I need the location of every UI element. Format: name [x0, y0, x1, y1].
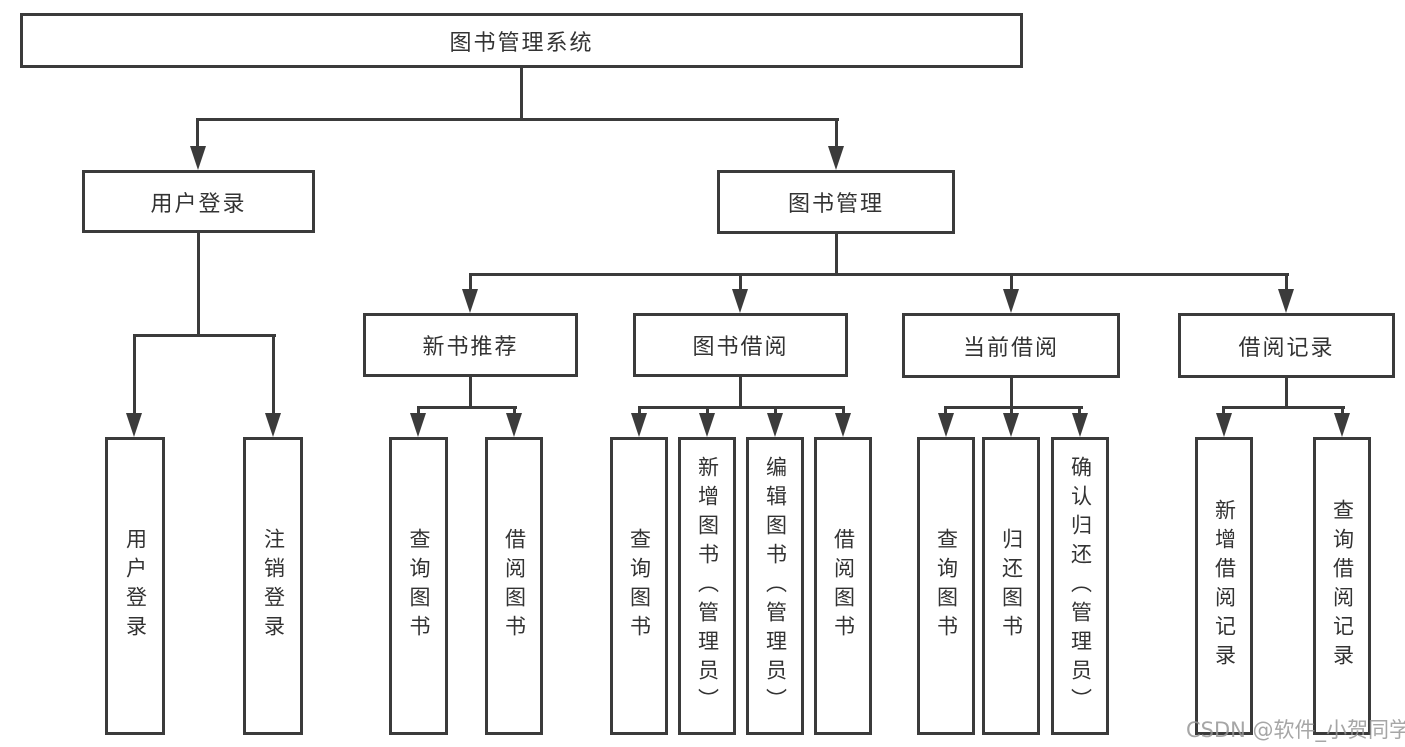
arrow-down-icon [1278, 289, 1294, 313]
arrow-down-icon [1072, 413, 1088, 437]
arrow-down-icon [938, 413, 954, 437]
node-label: 借阅图书 [502, 528, 527, 644]
connector-line [774, 406, 777, 418]
leaf-query-books-current: 查询图书 [917, 437, 975, 735]
connector-line [944, 406, 947, 418]
arrow-down-icon [265, 413, 281, 437]
node-label: 新增借阅记录 [1212, 499, 1237, 673]
leaf-query-borrow-record: 查询借阅记录 [1313, 437, 1371, 735]
connector-line [197, 233, 200, 337]
connector-line [133, 334, 136, 415]
connector-line [1222, 406, 1225, 418]
node-borrow-records: 借阅记录 [1178, 313, 1395, 378]
node-label: 注销登录 [261, 528, 286, 644]
connector-line [417, 406, 517, 409]
connector-line [513, 406, 516, 418]
arrow-down-icon [190, 146, 206, 170]
connector-line [469, 273, 472, 293]
arrow-down-icon [1216, 413, 1232, 437]
leaf-borrow-books-recommend: 借阅图书 [485, 437, 543, 735]
node-label: 用户登录 [123, 528, 148, 644]
leaf-add-borrow-record: 新增借阅记录 [1195, 437, 1253, 735]
connector-line [1341, 406, 1344, 418]
connector-line [638, 406, 845, 409]
connector-line [520, 68, 523, 121]
node-book-management: 图书管理 [717, 170, 955, 234]
connector-line [835, 118, 838, 150]
connector-line [133, 334, 276, 337]
connector-line [1010, 406, 1013, 418]
connector-line [196, 118, 199, 150]
node-label: 确认归还（管理员） [1068, 455, 1093, 717]
node-label: 查询借阅记录 [1330, 499, 1355, 673]
connector-line [706, 406, 709, 418]
leaf-logout: 注销登录 [243, 437, 303, 735]
arrow-down-icon [767, 413, 783, 437]
leaf-query-books-borrowing: 查询图书 [610, 437, 668, 735]
connector-line [469, 377, 472, 409]
watermark: CSDN @软件_小贺同学 [1186, 718, 1405, 742]
node-library-system: 图书管理系统 [20, 13, 1023, 68]
node-label: 查询图书 [934, 528, 959, 644]
arrow-down-icon [1003, 289, 1019, 313]
leaf-edit-book-admin: 编辑图书（管理员） [746, 437, 804, 735]
arrow-down-icon [732, 289, 748, 313]
connector-line [1010, 273, 1013, 293]
node-label: 编辑图书（管理员） [763, 455, 788, 717]
leaf-query-books-recommend: 查询图书 [389, 437, 448, 735]
connector-line [842, 406, 845, 418]
arrow-down-icon [699, 413, 715, 437]
node-label: 查询图书 [407, 528, 431, 644]
node-user-login-group: 用户登录 [82, 170, 315, 233]
connector-line [272, 334, 275, 415]
arrow-down-icon [462, 289, 478, 313]
connector-line [1010, 378, 1013, 409]
node-label: 借阅图书 [831, 528, 856, 644]
leaf-confirm-return-admin: 确认归还（管理员） [1051, 437, 1109, 735]
connector-line [1285, 378, 1288, 409]
arrow-down-icon [506, 413, 522, 437]
connector-line [1285, 273, 1288, 293]
connector-line [1222, 406, 1345, 409]
connector-line [638, 406, 641, 418]
arrow-down-icon [126, 413, 142, 437]
arrow-down-icon [631, 413, 647, 437]
connector-line [944, 406, 1083, 409]
connector-line [469, 273, 1289, 276]
arrow-down-icon [410, 413, 426, 437]
node-label: 归还图书 [999, 528, 1024, 644]
leaf-return-book: 归还图书 [982, 437, 1040, 735]
connector-line [739, 273, 742, 293]
arrow-down-icon [1003, 413, 1019, 437]
node-label: 新增图书（管理员） [695, 455, 720, 717]
connector-line [739, 377, 742, 409]
arrow-down-icon [835, 413, 851, 437]
arrow-down-icon [1334, 413, 1350, 437]
node-book-borrowing: 图书借阅 [633, 313, 848, 377]
node-label: 查询图书 [627, 528, 652, 644]
connector-line [196, 118, 839, 121]
connector-line [835, 234, 838, 276]
node-current-borrowing: 当前借阅 [902, 313, 1120, 378]
arrow-down-icon [828, 146, 844, 170]
leaf-borrow-books-borrowing: 借阅图书 [814, 437, 872, 735]
node-new-book-recommend: 新书推荐 [363, 313, 578, 377]
connector-line [417, 406, 420, 418]
connector-line [1078, 406, 1081, 418]
leaf-add-book-admin: 新增图书（管理员） [678, 437, 736, 735]
leaf-user-login: 用户登录 [105, 437, 165, 735]
